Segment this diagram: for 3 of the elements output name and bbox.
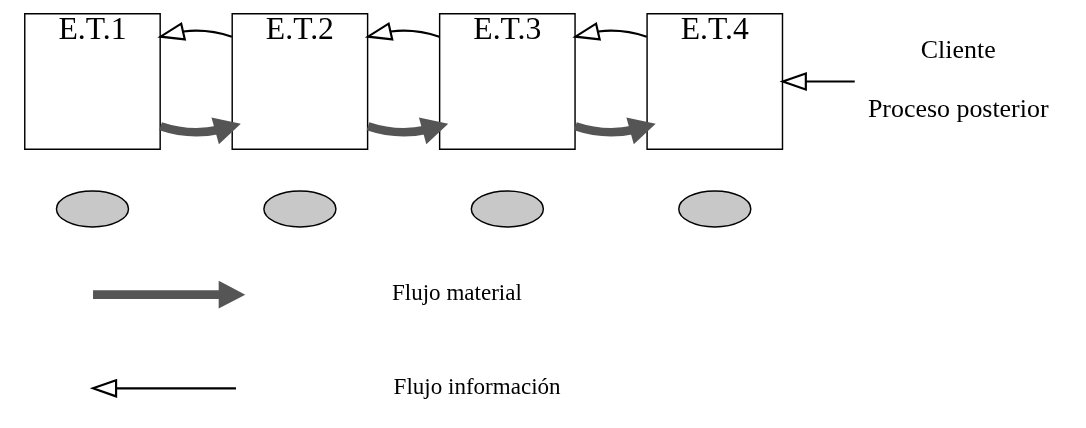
legend-label: Flujo material bbox=[392, 279, 522, 306]
node-text: Cliente Proceso posterior bbox=[867, 35, 1049, 124]
legend-label: Flujo información bbox=[393, 372, 561, 399]
